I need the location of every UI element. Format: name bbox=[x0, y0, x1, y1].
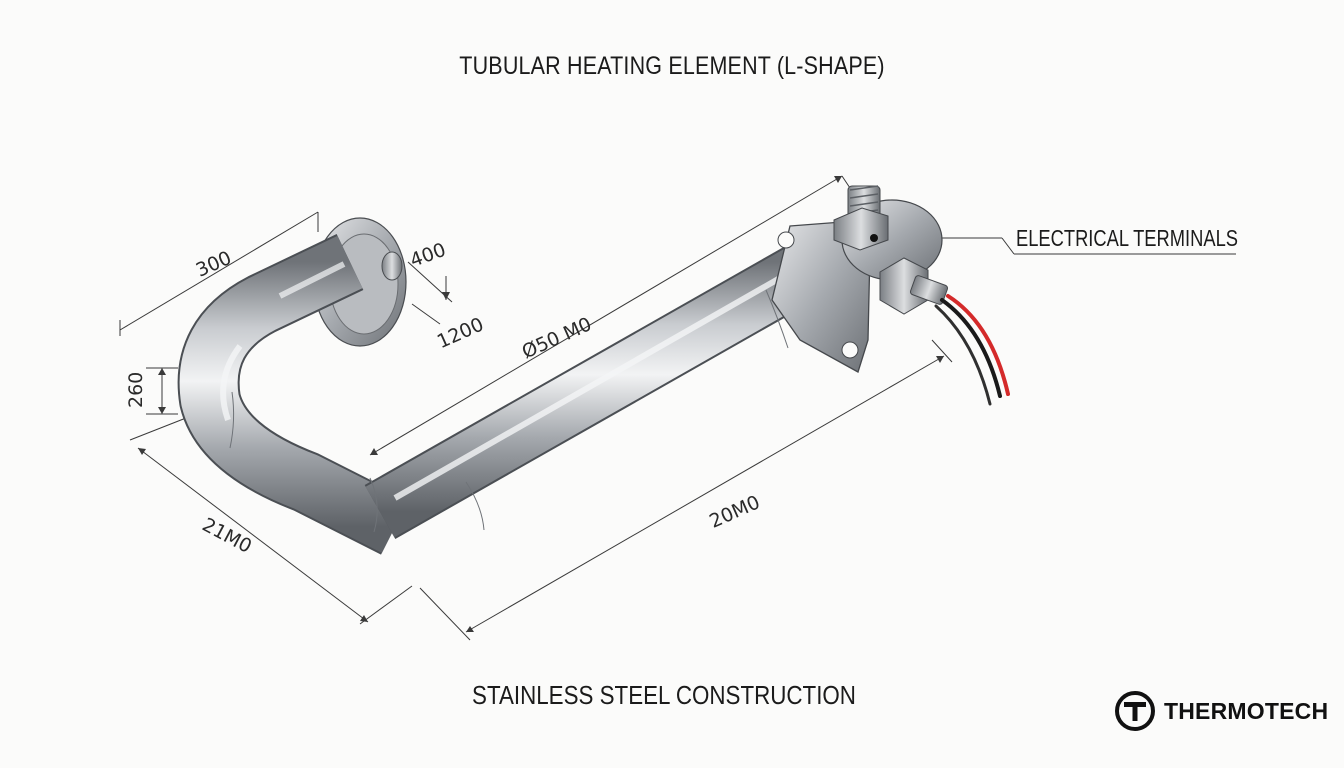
lead-wires bbox=[934, 294, 1010, 406]
dim-300: 300 bbox=[193, 247, 235, 282]
heating-tube bbox=[177, 230, 843, 555]
dimension-lines bbox=[119, 175, 1236, 641]
callout-electrical-terminals: ELECTRICAL TERMINALS bbox=[1016, 225, 1238, 251]
construction-note: STAINLESS STEEL CONSTRUCTION bbox=[472, 680, 856, 710]
dim-1200: 1200 bbox=[434, 313, 487, 353]
dim-400: 400 bbox=[407, 239, 449, 272]
brand-name: THERMOTECH bbox=[1164, 697, 1329, 724]
dimension-arrowheads bbox=[138, 176, 944, 632]
brand-logo: THERMOTECH bbox=[1114, 690, 1328, 732]
dim-21m0: 21M0 bbox=[198, 514, 255, 558]
dim-diameter: Ø50 M0 bbox=[519, 313, 595, 363]
dim-20m0: 20M0 bbox=[706, 491, 763, 533]
thermotech-logo-icon bbox=[1115, 691, 1155, 731]
terminal-housing bbox=[771, 185, 949, 373]
dim-260: 260 bbox=[125, 372, 147, 408]
diagram-title: TUBULAR HEATING ELEMENT (L-SHAPE) bbox=[459, 52, 885, 80]
